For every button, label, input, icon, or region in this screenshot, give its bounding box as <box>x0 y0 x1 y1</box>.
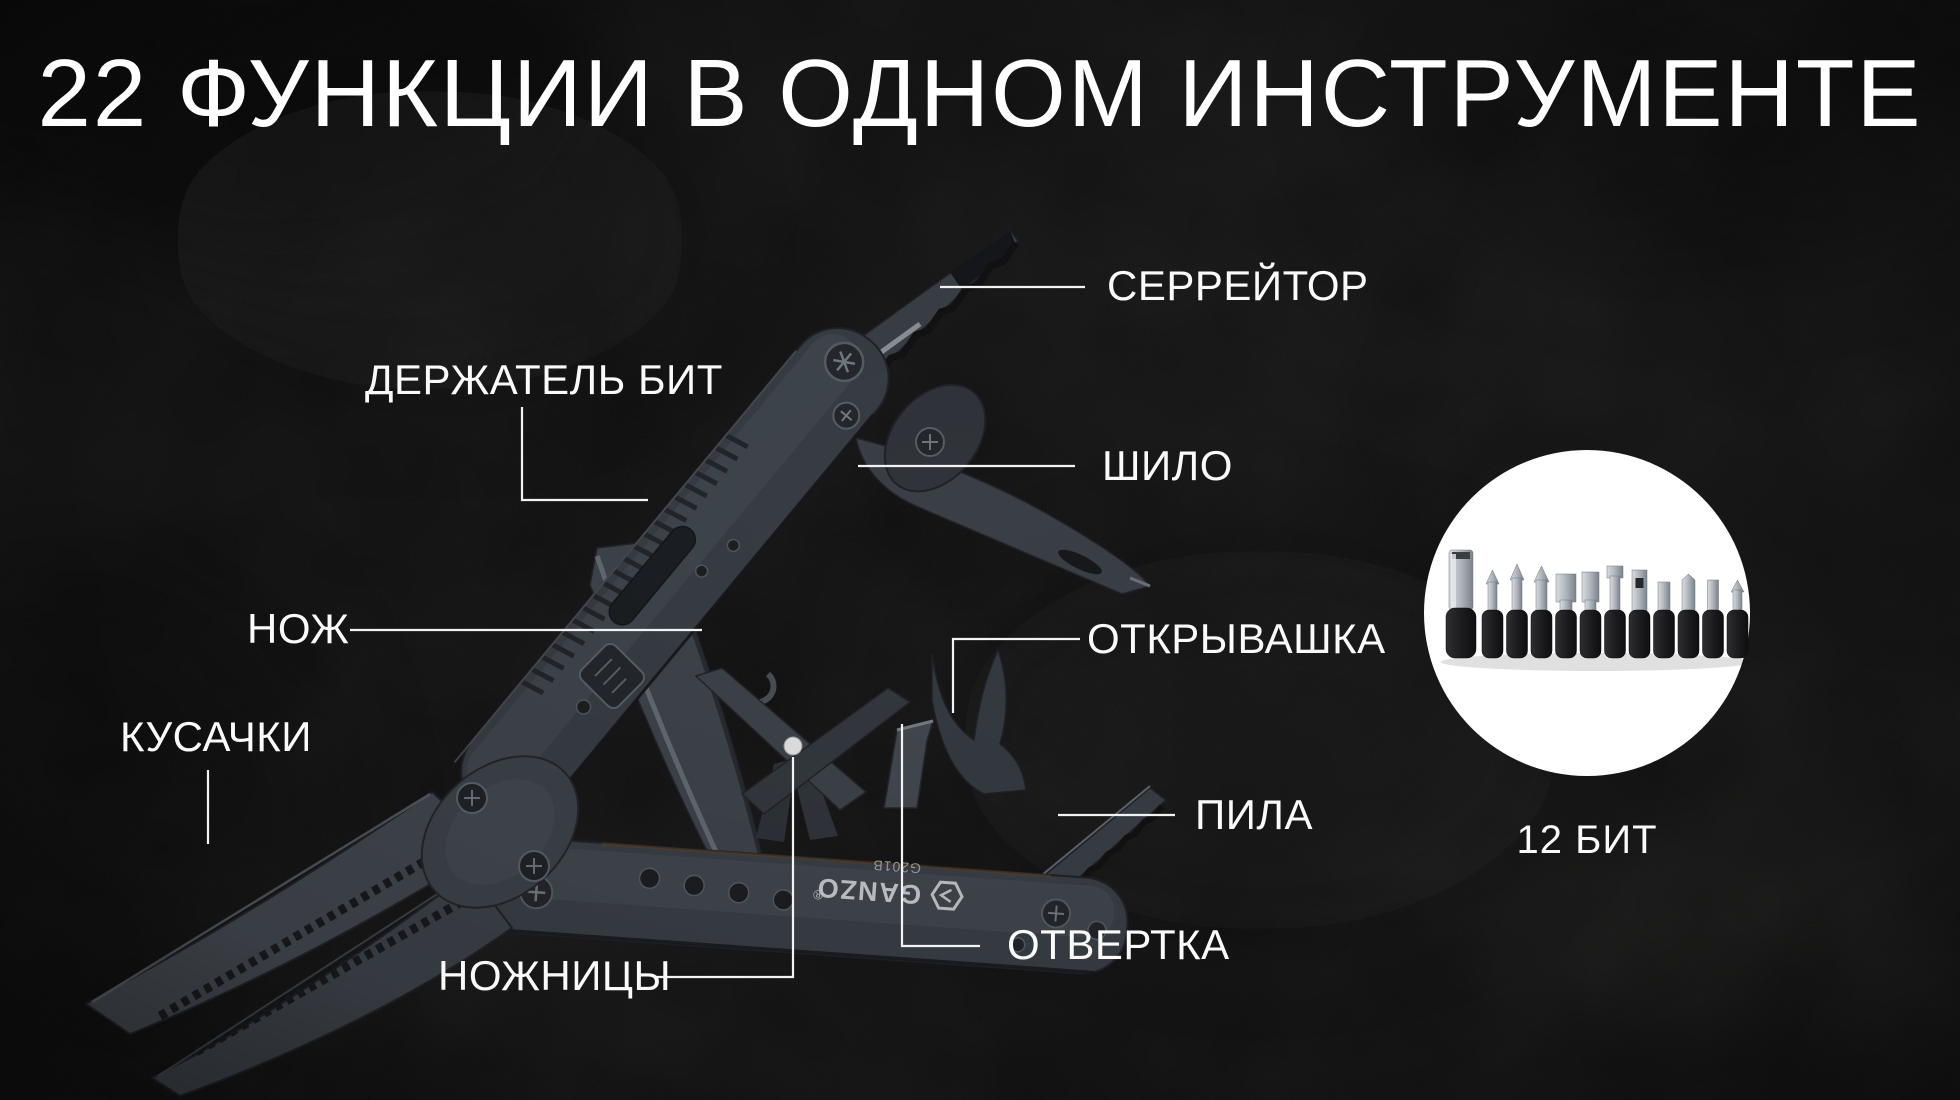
bit-socket-adapter <box>1445 549 1477 659</box>
bit-set <box>1445 549 1749 659</box>
label-scissors: НОЖНИЦЫ <box>438 952 672 999</box>
label-screwdriver: ОТВЕРТКА <box>1007 921 1230 968</box>
bit-phillips <box>1530 565 1553 659</box>
label-opener: ОТКРЫВАШКА <box>1087 615 1386 662</box>
opener-line <box>951 637 1080 713</box>
label-knife: НОЖ <box>247 605 350 652</box>
bits-caption: 12 БИТ <box>1516 818 1658 862</box>
bit-flat-wide <box>1555 573 1577 659</box>
label-awl: ШИЛО <box>1102 442 1233 489</box>
bit-flat <box>1604 565 1626 659</box>
label-serrator: СЕРРЕЙТОР <box>1107 262 1369 309</box>
bit-holder-line <box>520 407 648 502</box>
label-saw: ПИЛА <box>1195 791 1313 838</box>
bit-hex <box>1677 573 1700 659</box>
label-bit-holder: ДЕРЖАТЕЛЬ БИТ <box>365 356 723 403</box>
label-cutters: КУСАЧКИ <box>120 713 312 760</box>
bit-phillips-small <box>1726 579 1749 659</box>
page-title: 22 ФУНКЦИИ В ОДНОМ ИНСТРУМЕНТЕ <box>37 40 1923 147</box>
bit-flat <box>1579 571 1602 659</box>
bit-phillips <box>1481 569 1504 659</box>
bit-phillips <box>1506 563 1528 659</box>
scissors-line <box>656 757 795 979</box>
screwdriver-line <box>900 724 980 948</box>
bits-badge <box>1424 450 1751 776</box>
bit-hex <box>1653 581 1675 659</box>
annotation-lines <box>206 285 1175 979</box>
bit-square <box>1628 569 1651 659</box>
bit-hex <box>1702 579 1724 659</box>
